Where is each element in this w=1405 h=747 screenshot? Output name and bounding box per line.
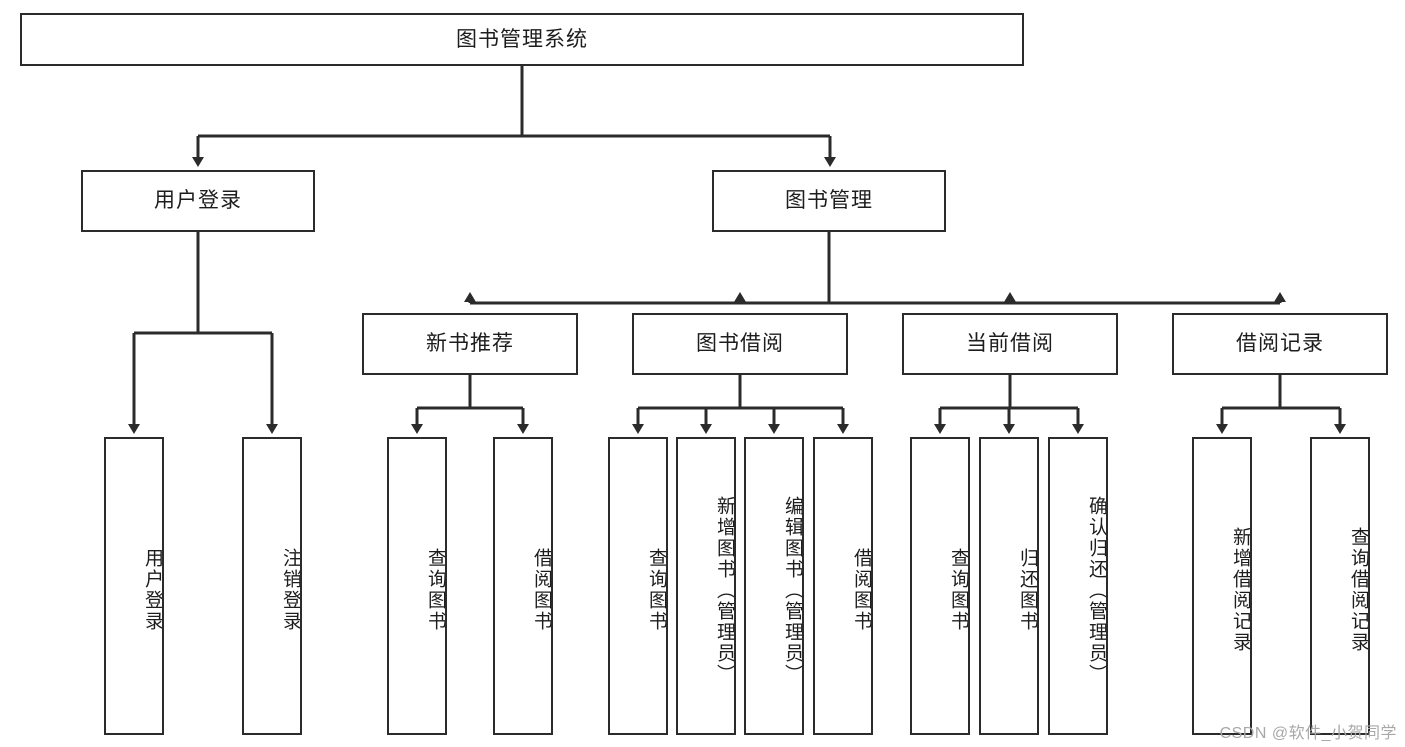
node-book-manage[interactable]: 图书管理 [712,170,946,232]
leaf-borrow-record-1[interactable]: 查询借阅记录 [1310,437,1370,735]
node-user-login-label: 用户登录 [154,189,242,213]
leaf-new-book-recommend-1[interactable]: 借阅图书 [493,437,553,735]
leaf-current-borrow-1[interactable]: 归还图书 [979,437,1039,735]
leaf-current-borrow-0[interactable]: 查询图书 [910,437,970,735]
node-current-borrow-label: 当前借阅 [966,332,1054,356]
leaf-new-book-recommend-0[interactable]: 查询图书 [387,437,447,735]
leaf-label: 确认归还（管理员） [1086,495,1107,685]
leaf-book-borrow-3[interactable]: 借阅图书 [813,437,873,735]
leaf-label: 查询图书 [646,548,667,632]
leaf-label: 查询图书 [948,548,969,632]
node-borrow-record-label: 借阅记录 [1236,332,1324,356]
node-new-book-recommend[interactable]: 新书推荐 [362,313,578,375]
leaf-borrow-record-0[interactable]: 新增借阅记录 [1192,437,1252,735]
leaf-label: 编辑图书（管理员） [782,495,803,685]
watermark: CSDN @软件_小贺同学 [1219,725,1397,742]
leaf-label: 归还图书 [1017,548,1038,632]
node-current-borrow[interactable]: 当前借阅 [902,313,1118,375]
leaf-label: 注销登录 [280,548,301,632]
leaf-label: 借阅图书 [851,548,872,632]
node-book-borrow[interactable]: 图书借阅 [632,313,848,375]
leaf-book-borrow-1[interactable]: 新增图书（管理员） [676,437,736,735]
leaf-label: 借阅图书 [531,548,552,632]
node-borrow-record[interactable]: 借阅记录 [1172,313,1388,375]
leaf-user-login-1[interactable]: 注销登录 [242,437,302,735]
leaf-book-borrow-0[interactable]: 查询图书 [608,437,668,735]
leaf-label: 用户登录 [142,548,163,632]
leaf-label: 新增图书（管理员） [714,495,735,685]
leaf-label: 查询图书 [425,548,446,632]
node-book-manage-label: 图书管理 [785,189,873,213]
node-new-book-recommend-label: 新书推荐 [426,332,514,356]
leaf-user-login-0[interactable]: 用户登录 [104,437,164,735]
leaf-label: 新增借阅记录 [1230,527,1251,653]
leaf-book-borrow-2[interactable]: 编辑图书（管理员） [744,437,804,735]
leaf-label: 查询借阅记录 [1348,527,1369,653]
node-book-borrow-label: 图书借阅 [696,332,784,356]
node-root[interactable]: 图书管理系统 [20,13,1024,66]
node-root-label: 图书管理系统 [456,27,588,51]
leaf-current-borrow-2[interactable]: 确认归还（管理员） [1048,437,1108,735]
node-user-login[interactable]: 用户登录 [81,170,315,232]
